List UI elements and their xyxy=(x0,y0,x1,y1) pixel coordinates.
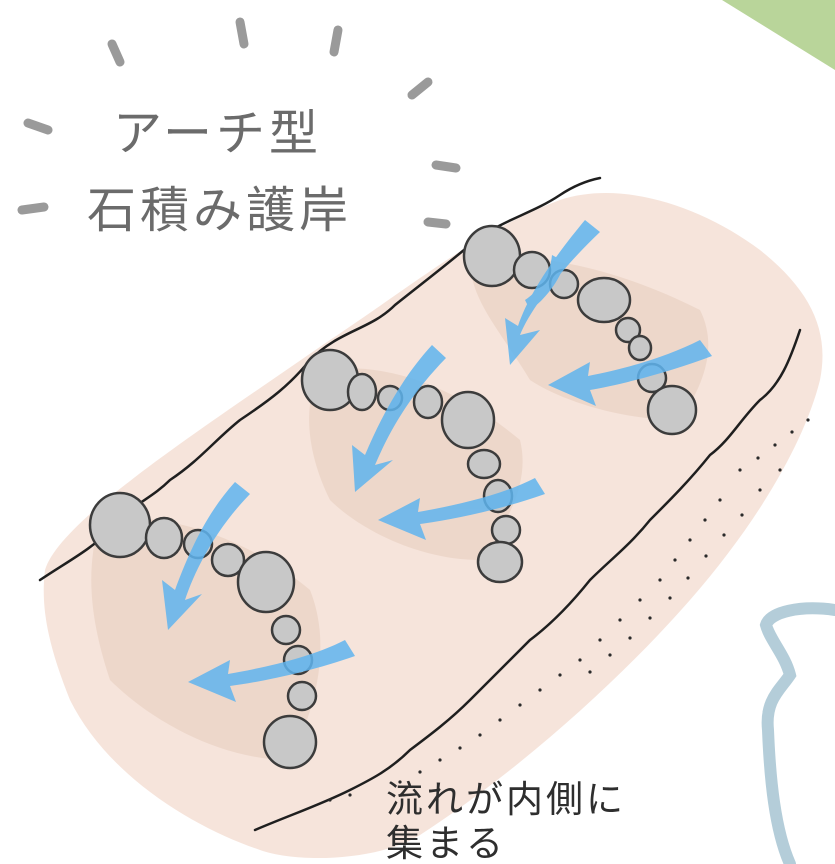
stone-icon xyxy=(440,390,496,450)
stone-icon xyxy=(476,540,524,584)
riverbed-dots xyxy=(328,418,810,802)
flow-arrow-icon xyxy=(505,220,600,365)
stone-icon xyxy=(346,372,378,412)
flow-arrow-icon xyxy=(162,482,250,630)
stone-icon xyxy=(466,448,502,480)
stone-icon xyxy=(627,334,653,362)
caption-line-1: 流れが内側に xyxy=(386,778,626,821)
flow-arrows xyxy=(162,220,712,702)
emphasis-rays-icon xyxy=(17,17,461,229)
flow-arrow-icon xyxy=(548,340,712,406)
flow-arrow-icon xyxy=(352,345,446,492)
flow-arrow-icon xyxy=(188,640,355,702)
flow-arrow-icon xyxy=(378,478,545,540)
stone-icon xyxy=(614,316,642,344)
stone-icon xyxy=(462,224,522,288)
stone-icon xyxy=(262,714,318,770)
stone-icon xyxy=(646,384,698,436)
caption-line-2: 集まる xyxy=(386,822,506,864)
stone-icon xyxy=(286,680,318,712)
title-line-1: アーチ型 xyxy=(113,105,322,162)
flow-arrow-icon xyxy=(525,255,565,310)
stone-icon xyxy=(88,491,152,559)
blue-outline-shape xyxy=(759,602,835,864)
stone-icon xyxy=(412,384,444,420)
green-corner-shape xyxy=(722,0,835,70)
title-line-2: 石積み護岸 xyxy=(87,182,352,239)
stone-icon xyxy=(144,516,184,560)
stone-icon xyxy=(236,550,296,614)
stone-icon xyxy=(490,514,522,546)
stone-icon xyxy=(270,614,302,646)
stone-icon xyxy=(210,542,246,578)
stone-icon xyxy=(576,276,632,324)
